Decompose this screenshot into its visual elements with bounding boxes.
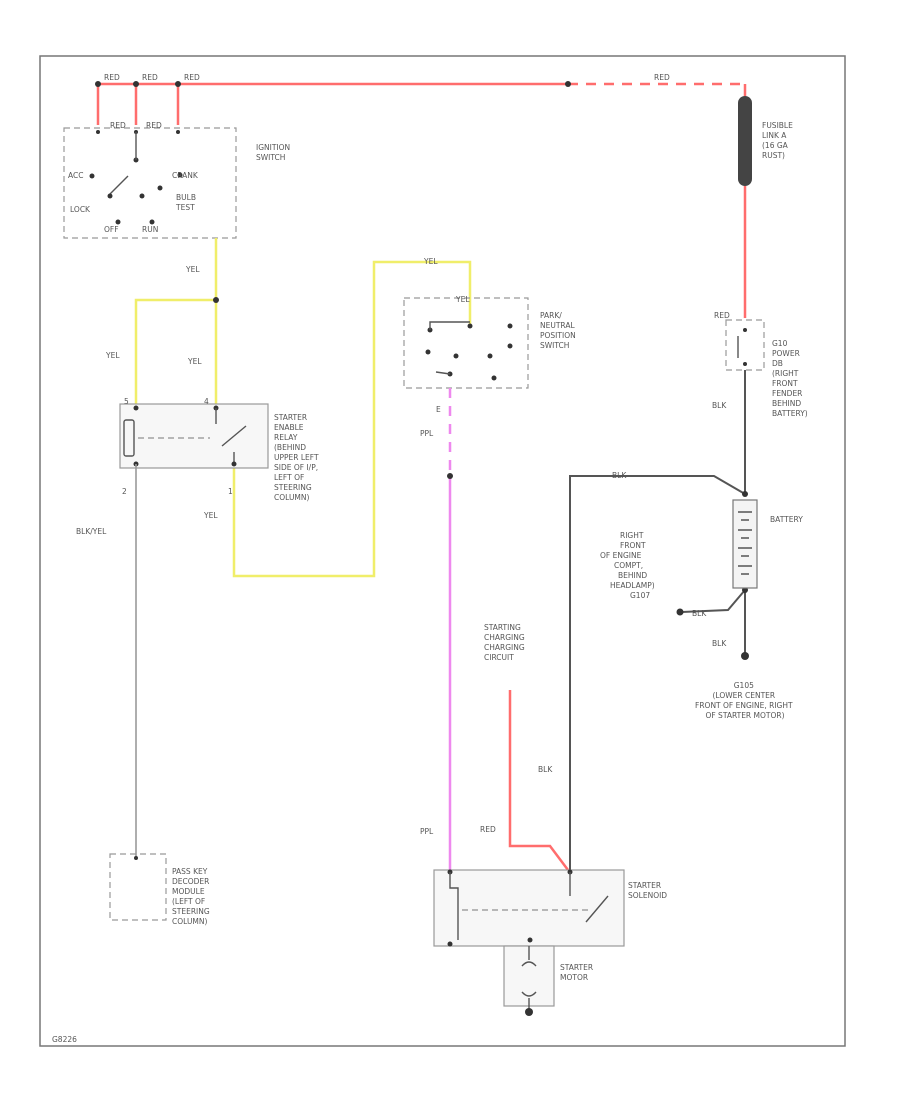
wire-label: YEL [187, 357, 202, 366]
switch-position-label: LOCK [70, 205, 91, 214]
pass-key-module-label: PASS KEY DECODER MODULE (LEFT OF STEERIN… [172, 867, 212, 926]
wire-label: YEL [185, 265, 200, 274]
splice-dot [742, 491, 748, 497]
wire-label: YEL [203, 511, 218, 520]
park-neutral-switch [403, 297, 529, 389]
splice-dot [213, 297, 219, 303]
starter-solenoid-label: STARTER SOLENOID [628, 881, 667, 900]
wire-label: PPL [420, 429, 434, 438]
wire-label: BLK [538, 765, 553, 774]
wire-label: RED [104, 73, 120, 82]
wire-label: RED [142, 73, 158, 82]
red-solenoid-wire [508, 690, 569, 871]
starter-enable-relay [119, 403, 269, 469]
pass-key-module [109, 853, 167, 921]
power-distribution-label: G10 POWER DB (RIGHT FRONT FENDER BEHIND … [772, 339, 808, 418]
diagram-code: G8226 [52, 1035, 77, 1044]
wire-label: BLK [712, 401, 727, 410]
splice-dot [95, 81, 101, 87]
ground-g107-icon [676, 608, 684, 616]
pin-label: E [436, 405, 441, 414]
battery-icon [732, 499, 758, 589]
pin-label: 2 [122, 487, 127, 496]
splice-dot [447, 473, 453, 479]
yellow-wires [134, 238, 472, 578]
black-wires [569, 370, 746, 870]
wire-label: PPL [420, 827, 434, 836]
ground-g105-icon [741, 652, 749, 660]
fusible-link-label: FUSIBLE LINK A (16 GA RUST) [762, 121, 795, 160]
wire-label: BLK [612, 471, 627, 480]
terminal-label: RED [110, 121, 126, 130]
battery-label: BATTERY [770, 515, 803, 524]
splice-dot [175, 81, 181, 87]
switch-position-label: ACC [68, 171, 83, 180]
diagram-frame [39, 55, 846, 1047]
starter-solenoid [433, 869, 625, 947]
ground-g105-label: G105 (LOWER CENTER FRONT OF ENGINE, RIGH… [695, 681, 795, 720]
pin-label: 1 [228, 487, 233, 496]
starting-circuit-label: STARTING CHARGING CHARGING CIRCUIT [484, 623, 527, 662]
pin-label: 5 [124, 397, 129, 406]
splice-dot [565, 81, 571, 87]
wire-label: RED [480, 825, 496, 834]
pin-label: 4 [204, 397, 209, 406]
fusible-link-icon [738, 96, 752, 186]
wire-label: RED [654, 73, 670, 82]
wire-label: YEL [105, 351, 120, 360]
wire-label: YEL [423, 257, 438, 266]
switch-position-label: CRANK [172, 171, 199, 180]
wire-label: BLK/YEL [76, 527, 107, 536]
terminal-label: RED [146, 121, 162, 130]
switch-position-label: RUN [142, 225, 158, 234]
splice-dot [133, 81, 139, 87]
wire-label: BLK [712, 639, 727, 648]
starter-motor-label: STARTER MOTOR [560, 963, 595, 982]
switch-position-label: OFF [104, 225, 119, 234]
wire-label: RED [714, 311, 730, 320]
splice-dot [134, 856, 138, 860]
terminal-label: YEL [455, 295, 470, 304]
ignition-switch-label: IGNITION SWITCH [256, 143, 293, 162]
park-neutral-switch-label: PARK/ NEUTRAL POSITION SWITCH [540, 311, 578, 350]
ignition-switch [63, 127, 237, 239]
wire-label: BLK [692, 609, 707, 618]
switch-position-label: BULB TEST [175, 193, 198, 212]
power-distribution-block [725, 319, 765, 371]
ground-location-label: RIGHT FRONT OF ENGINE COMPT, BEHIND HEAD… [600, 531, 657, 600]
wire-label: RED [184, 73, 200, 82]
starter-motor [503, 945, 555, 1016]
starter-enable-relay-label: STARTER ENABLE RELAY (BEHIND UPPER LEFT … [274, 413, 321, 502]
